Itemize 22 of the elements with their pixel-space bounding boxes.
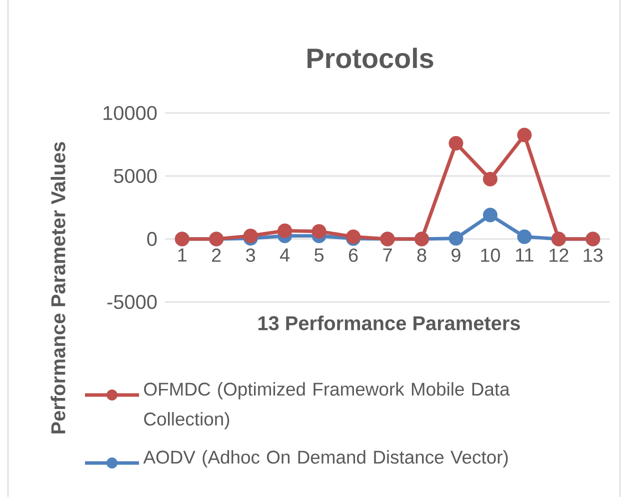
x-tick-label: 7 [383, 248, 392, 262]
legend-label: OFMDC (Optimized Framework Mobile Data Collection) [144, 382, 510, 430]
chart-title: Protocols [308, 48, 434, 68]
y-tick-label: 10000 [104, 106, 157, 120]
x-tick-label: 6 [348, 248, 358, 262]
y-tick-label: 5000 [114, 168, 157, 184]
axis-title: Performance Parameter Values [50, 142, 66, 434]
x-tick-label: 10 [481, 248, 500, 262]
y-tick-label: -5000 [107, 294, 157, 310]
x-tick-label: 3 [246, 248, 256, 262]
x-tick-label: 1 [178, 248, 186, 262]
x-tick-label: 8 [417, 248, 426, 262]
axis-title: 13 Performance Parameters [258, 316, 520, 330]
x-tick-label: 11 [516, 248, 534, 262]
x-tick-label: 13 [584, 248, 603, 262]
x-tick-label: 4 [280, 248, 290, 262]
y-tick-label: 0 [147, 232, 157, 246]
legend-label: AODV (Adhoc On Demand Distance Vector) [143, 450, 508, 468]
x-tick-label: 2 [212, 248, 221, 262]
x-tick-label: 5 [314, 248, 324, 262]
x-tick-label: 9 [452, 248, 460, 262]
x-tick-label: 12 [550, 248, 568, 262]
